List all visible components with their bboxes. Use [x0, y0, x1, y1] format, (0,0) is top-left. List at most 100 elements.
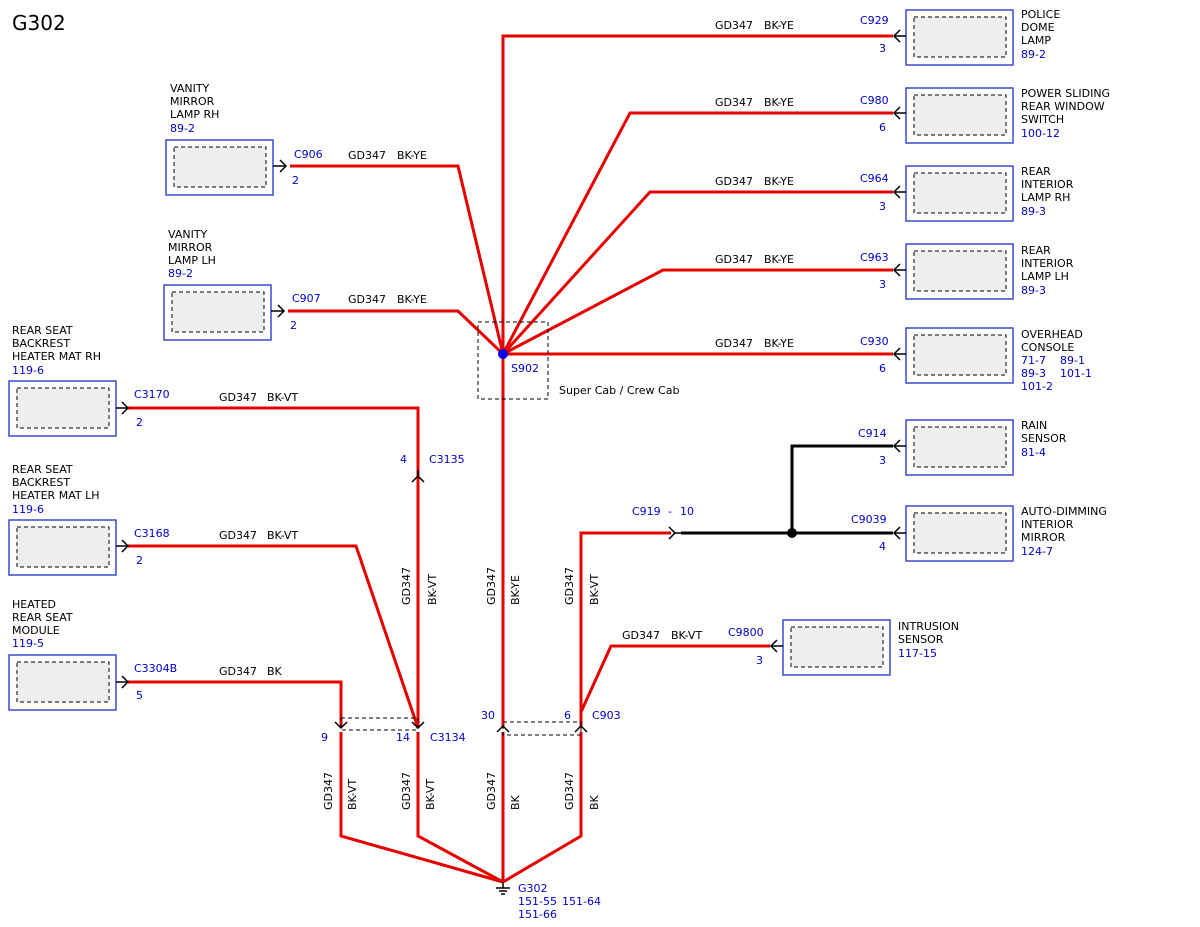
inline-c3134-body: [340, 717, 419, 731]
component-ref: 89-2: [168, 267, 193, 280]
connector-pin: 2: [290, 319, 297, 332]
splice-region: [477, 321, 549, 400]
inline-c903-pin-6: 6: [564, 709, 571, 722]
vwire-label: GD347: [563, 772, 576, 810]
component-ref: 101-2: [1021, 380, 1053, 393]
component-rear-interior-lamp-rh: REAR INTERIOR LAMP RH 89-3: [905, 165, 1074, 222]
inline-c903-arrow-30: [496, 724, 510, 733]
connector-pin: 3: [879, 200, 886, 213]
ground-ref: 151-66: [518, 908, 557, 921]
component-heated-rear-seat-module: HEATED REAR SEAT MODULE 119-5: [8, 598, 117, 711]
connector-id: C3168: [134, 527, 170, 540]
component-label: LAMP LH: [168, 254, 216, 267]
wire-id: GD347: [715, 175, 753, 188]
vwire-label: GD347: [563, 567, 576, 605]
wire-c929: [501, 34, 893, 354]
connector-pin: 3: [879, 454, 886, 467]
wire-color: BK-YE: [764, 337, 794, 350]
wire-id: GD347: [715, 19, 753, 32]
wire-id: GD347: [715, 96, 753, 109]
inline-c3134-arrow-9: [334, 721, 348, 730]
connector-id: C914: [858, 427, 887, 440]
component-ref: 119-6: [12, 364, 44, 377]
component-ref: 89-3: [1021, 205, 1046, 218]
component-ref: 89-2: [170, 122, 195, 135]
vwire-label: BK: [588, 794, 601, 810]
component-label: INTRUSION: [898, 620, 959, 633]
wire-color: BK-YE: [764, 253, 794, 266]
component-ref: 89-2: [1021, 48, 1046, 61]
connector-id: C964: [860, 172, 889, 185]
connector-pin: 5: [136, 689, 143, 702]
connector-id: C3304B: [134, 662, 177, 675]
component-ref: 117-15: [898, 647, 937, 660]
vwire-label: BK: [509, 794, 522, 810]
vwire-label: BK-VT: [424, 779, 437, 810]
component-label: BACKREST: [12, 337, 70, 350]
wire-id: GD347: [715, 253, 753, 266]
inline-c919-sep: -: [668, 505, 672, 518]
wire-id: GD347: [715, 337, 753, 350]
wire-color: BK-YE: [764, 175, 794, 188]
component-label: MODULE: [12, 624, 60, 637]
connector-pin: 6: [879, 121, 886, 134]
connector-id: C9800: [728, 626, 764, 639]
component-label: REAR SEAT: [12, 463, 73, 476]
component-label: BACKREST: [12, 476, 70, 489]
vwire-label: BK-YE: [509, 575, 522, 605]
wire-color: BK-VT: [267, 529, 298, 542]
component-police-dome-lamp: POLICE DOME LAMP 89-2: [905, 8, 1060, 66]
component-ref: 119-6: [12, 503, 44, 516]
wire-color: BK-YE: [764, 19, 794, 32]
wire-c914-black: [790, 444, 893, 533]
component-ref: 89-3: [1021, 367, 1046, 380]
component-overhead-console: OVERHEAD CONSOLE 71-7 89-1 89-3 101-1 10…: [905, 327, 1092, 393]
connector-pin: 2: [292, 174, 299, 187]
component-label: HEATED: [12, 598, 56, 611]
wire-c9800: [579, 644, 770, 713]
component-label: MIRROR: [170, 95, 215, 108]
connector-id: C3170: [134, 388, 170, 401]
component-label: INTERIOR: [1021, 518, 1074, 531]
wire-id: GD347: [348, 149, 386, 162]
component-ref: 81-4: [1021, 446, 1046, 459]
wire-color: BK-VT: [267, 391, 298, 404]
component-label: OVERHEAD: [1021, 328, 1083, 341]
component-ref: 89-3: [1021, 284, 1046, 297]
wires: [128, 34, 893, 884]
vwire-label: GD347: [322, 772, 335, 810]
component-auto-dimming-interior-mirror: AUTO-DIMMING INTERIOR MIRROR 124-7: [905, 505, 1107, 562]
component-label: REAR: [1021, 165, 1051, 178]
component-label: LAMP: [1021, 34, 1051, 47]
component-vanity-mirror-lamp-lh: VANITY MIRROR LAMP LH 89-2: [163, 228, 272, 341]
ground-symbol: [496, 882, 510, 895]
component-label: REAR SEAT: [12, 611, 73, 624]
component-rear-seat-backrest-heater-mat-lh: REAR SEAT BACKREST HEATER MAT LH 119-6: [8, 463, 117, 576]
splice-id: S902: [511, 362, 539, 375]
component-ref: 124-7: [1021, 545, 1053, 558]
inline-c919-id: C919: [632, 505, 661, 518]
wire-id: GD347: [622, 629, 660, 642]
component-label: REAR SEAT: [12, 324, 73, 337]
vwire-label: GD347: [485, 567, 498, 605]
wire-id: GD347: [348, 293, 386, 306]
vwire-label: GD347: [400, 772, 413, 810]
component-label: INTERIOR: [1021, 178, 1074, 191]
connector-id: C929: [860, 14, 889, 27]
component-label: AUTO-DIMMING: [1021, 505, 1107, 518]
inline-c3134-pin-14: 14: [396, 731, 410, 744]
wire-c3168: [128, 544, 420, 729]
component-rear-interior-lamp-lh: REAR INTERIOR LAMP LH 89-3: [905, 243, 1074, 300]
component-ref: 100-12: [1021, 127, 1060, 140]
vwire-label: GD347: [400, 567, 413, 605]
connector-id: C9039: [851, 513, 887, 526]
wire-c3170: [128, 406, 420, 476]
component-label: REAR WINDOW: [1021, 100, 1105, 113]
component-label: LAMP LH: [1021, 270, 1069, 283]
component-ref: 71-7: [1021, 354, 1046, 367]
inline-c3134-pin-9: 9: [321, 731, 328, 744]
connector-pin: 3: [879, 278, 886, 291]
connector-id: C906: [294, 148, 323, 161]
connector-pin: 4: [879, 540, 886, 553]
